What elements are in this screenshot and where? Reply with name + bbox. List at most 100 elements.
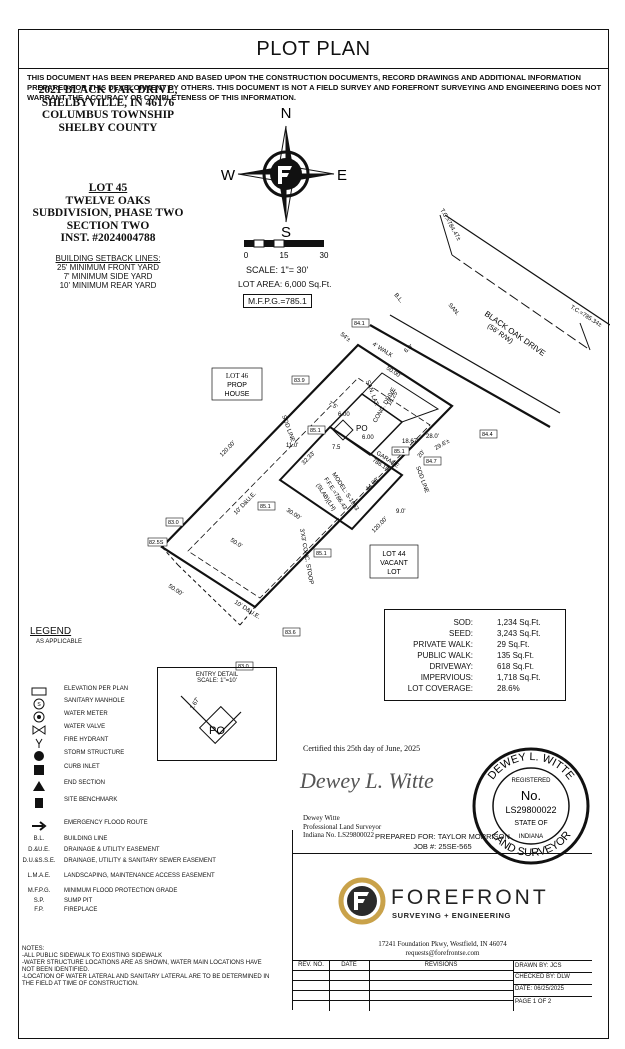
lot-46-label: LOT 46 <box>226 372 249 380</box>
dimension: 54'± <box>339 332 352 344</box>
drawing-date: DATE: 06/25/2025 <box>515 986 564 992</box>
spot-elevation: 83.0 <box>168 520 179 526</box>
sod-line-label: SOD LINE <box>280 415 295 443</box>
legend-text: FIREPLACE <box>64 907 98 913</box>
notes-block: NOTES: -ALL PUBLIC SIDEWALK TO EXISTING … <box>22 946 272 988</box>
spot-elevation: 85.1 <box>316 551 327 557</box>
dimension: 20' <box>417 449 427 459</box>
scale-tick: 15 <box>280 251 289 260</box>
entry-detail-title: ENTRY DETAIL <box>195 672 239 678</box>
compass-e-label: E <box>337 167 347 184</box>
spot-elevation: 85.1 <box>394 449 405 455</box>
address-line: COLUMBUS TOWNSHIP <box>41 109 175 121</box>
spot-elevation: 84.4 <box>482 432 493 438</box>
elevation-box-icon <box>20 686 58 700</box>
sidewalk-line <box>369 324 551 428</box>
building-line-label: B.L. <box>392 292 404 304</box>
porch-label: PO <box>356 424 368 433</box>
dimension: 7.5 <box>332 445 341 451</box>
lot-46-label: HOUSE <box>225 391 250 398</box>
legend-abbr: D.&U.E. <box>28 847 50 853</box>
spot-elevation: 83.6 <box>285 630 296 636</box>
entry-detail-drawing: PO 1.67' <box>180 695 242 745</box>
legend-text: WATER VALVE <box>64 724 106 730</box>
flood-route-arrow-icon <box>20 820 58 834</box>
legend-text: END SECTION <box>64 780 106 786</box>
revisions-header: REVISIONS <box>424 962 458 968</box>
mfpg-value: M.F.P.G.=785.1 <box>243 294 312 308</box>
seal-state-of: STATE OF <box>514 820 547 827</box>
lot-number: LOT 45 <box>88 182 128 194</box>
area-row: IMPERVIOUS:1,718 Sq.Ft. <box>391 673 559 683</box>
driveway <box>361 372 440 423</box>
area-row: SEED:3,243 Sq.Ft. <box>391 629 559 639</box>
area-row: SOD:1,234 Sq.Ft. <box>391 618 559 628</box>
area-value: 1,718 Sq.Ft. <box>497 673 541 682</box>
spot-elevation: 85.1 <box>260 504 271 510</box>
lot-line: INST. #2024004788 <box>60 232 156 244</box>
spot-elevation: 82.5S <box>149 540 164 546</box>
drawn-by: DRAWN BY: JCS <box>515 963 562 969</box>
job-number: JOB #: 25SE-565 <box>413 842 472 851</box>
lot-boundary <box>160 343 454 609</box>
lot-44-label: VACANT <box>380 560 409 567</box>
title-block: PREPARED FOR: TAYLOR MORRISON JOB #: 25S… <box>292 830 592 1011</box>
tc-elevation: T.C.=784.47± <box>438 208 461 243</box>
lot-area: LOT AREA: 6,000 Sq.Ft. <box>238 279 332 289</box>
surveyor-info: Dewey Witte Professional Land Surveyor I… <box>303 814 381 840</box>
lot-44-label: LOT 44 <box>382 551 405 558</box>
surveyor-signature: Dewey L. Witte <box>300 768 434 793</box>
dimension: 120.00' <box>371 516 389 534</box>
lot-line: TWELVE OAKS <box>65 194 151 207</box>
lot-line: SECTION TWO <box>66 219 150 232</box>
address-line: SHELBYVILLE, IN 46176 <box>41 96 175 109</box>
dimension: 9.0' <box>396 509 406 515</box>
prepared-for: PREPARED FOR: TAYLOR MORRISON <box>375 832 510 841</box>
surveyor-license: Indiana No. LS29800022 <box>303 831 374 839</box>
note-item: -ALL PUBLIC SIDEWALK TO EXISTING SIDEWAL… <box>22 953 163 959</box>
legend-text: SUMP PIT <box>64 898 93 904</box>
dimension: 18.67' <box>402 439 418 445</box>
legend-text: SANITARY MANHOLE <box>64 698 125 704</box>
surveyor-title: Professional Land Surveyor <box>303 822 382 831</box>
setback-side: 7' MINIMUM SIDE YARD <box>63 272 153 281</box>
legend-text: STORM STRUCTURE <box>64 750 125 756</box>
disclaimer-text: THIS DOCUMENT HAS BEEN PREPARED AND BASE… <box>27 73 602 102</box>
dimension: 6.00 <box>362 435 374 441</box>
dimension: 50.00' <box>167 584 184 598</box>
scale-bar: 0 15 30 <box>244 239 329 260</box>
legend-text: DRAINAGE & UTILITY EASEMENT <box>64 847 160 853</box>
company-address: 17241 Foundation Pkwy, Westfield, IN 460… <box>293 940 592 958</box>
legend-abbr: S.P. <box>33 898 45 904</box>
area-label: DRIVEWAY: <box>429 662 473 671</box>
dimension: 29.6'± <box>434 438 452 452</box>
seal-state: INDIANA <box>519 834 543 840</box>
address-line: SHELBY COUNTY <box>58 121 158 134</box>
lot-line: SUBDIVISION, PHASE TWO <box>32 207 184 219</box>
legend-abbr: D.U.&S.S.E. <box>22 858 56 864</box>
legend-subtitle: AS APPLICABLE <box>36 639 83 645</box>
checked-by: CHECKED BY: DLW <box>515 974 570 980</box>
legend-text: WATER METER <box>64 711 108 717</box>
lot-44-label: LOT <box>387 569 401 576</box>
area-value: 3,243 Sq.Ft. <box>497 629 541 638</box>
north-arrow-compass: N S E W <box>221 108 347 238</box>
setback-front: 25' MINIMUM FRONT YARD <box>57 263 159 272</box>
compass-n-label: N <box>281 108 292 122</box>
address-line: 2021 BLACK OAK DRIVE, <box>38 84 178 96</box>
legend-text: SITE BENCHMARK <box>64 797 118 803</box>
seal-no: No. <box>521 788 541 803</box>
rev-date-header: DATE <box>341 962 357 968</box>
setback-heading: BUILDING SETBACK LINES: <box>55 254 161 263</box>
street-right-of-way-line <box>444 214 610 326</box>
legend-text: ELEVATION PER PLAN <box>64 686 129 692</box>
water-valve-icon <box>20 724 58 738</box>
forefront-logo-icon <box>338 877 386 925</box>
area-label: SOD: <box>453 618 473 627</box>
setback-rear: 10' MINIMUM REAR YARD <box>59 281 157 290</box>
area-label: LOT COVERAGE: <box>407 684 473 693</box>
area-row: PRIVATE WALK:29 Sq.Ft. <box>391 640 559 650</box>
area-value: 29 Sq.Ft. <box>497 640 530 649</box>
legend-text: DRAINAGE, UTILITY & SANITARY SEWER EASEM… <box>64 858 216 864</box>
page-title: PLOT PLAN <box>19 30 608 69</box>
